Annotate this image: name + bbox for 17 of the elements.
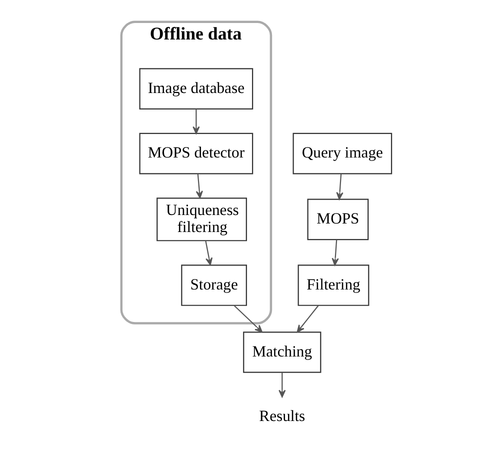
- arrow: [233, 305, 262, 333]
- node-box: Query image: [292, 132, 392, 174]
- arrow: [192, 109, 200, 134]
- node-box: MOPS detector: [138, 132, 253, 174]
- arrow: [296, 305, 318, 333]
- arrow: [195, 174, 202, 198]
- arrow: [336, 174, 343, 200]
- node-box: Image database: [138, 68, 253, 110]
- node-box: Storage: [180, 264, 246, 306]
- node-text: Results: [258, 408, 305, 426]
- node-box: Matching: [242, 332, 321, 373]
- node-box: Filtering: [297, 264, 369, 306]
- node-box: MOPS: [306, 198, 368, 240]
- arrow: [331, 240, 338, 266]
- arrow: [278, 372, 286, 398]
- arrow: [204, 240, 212, 266]
- node-box: Uniqueness filtering: [156, 198, 246, 242]
